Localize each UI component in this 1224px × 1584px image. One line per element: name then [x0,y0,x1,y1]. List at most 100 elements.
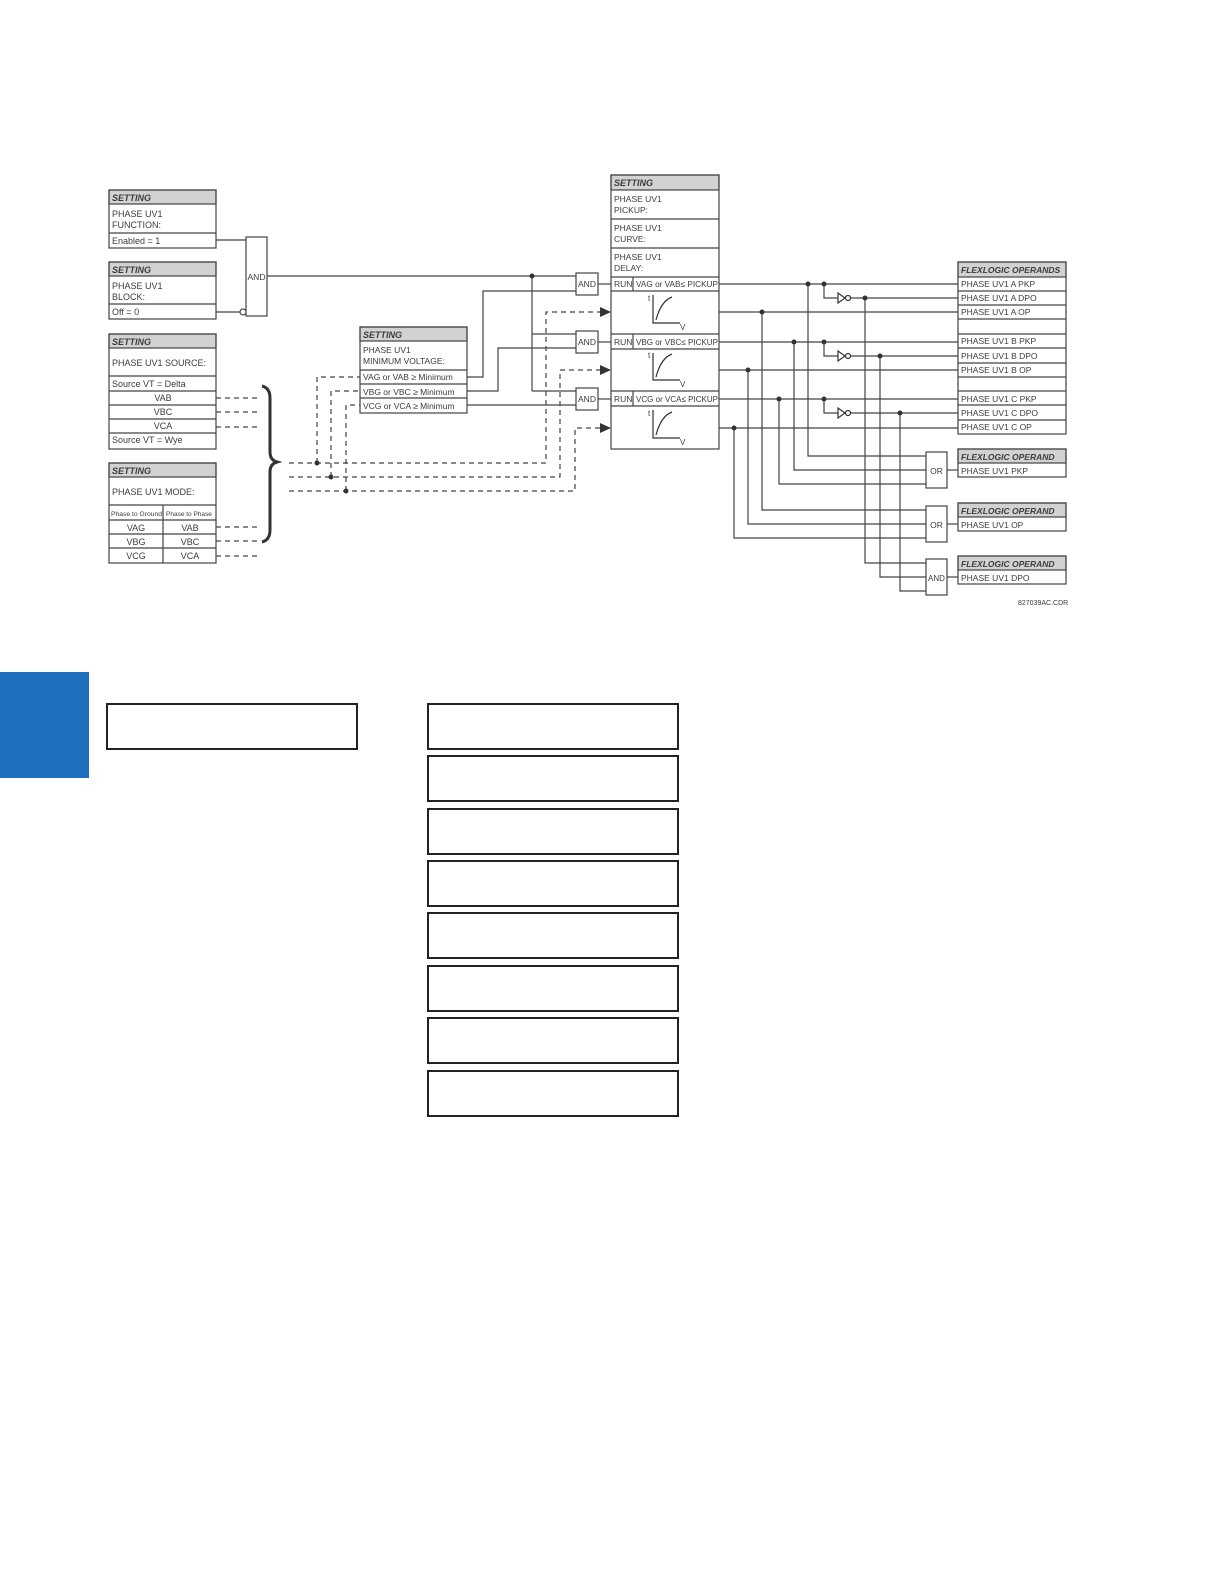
phase-uv1-logic-diagram: SETTING PHASE UV1 FUNCTION: Enabled = 1 … [108,174,1068,607]
menu-box-2 [427,755,679,802]
setting-pickup-header: SETTING [614,178,653,188]
curve-b-t: t [648,351,651,360]
operand-b-op: PHASE UV1 B OP [961,365,1032,375]
mode-row-1-phase: VAB [181,523,198,533]
menu-box-5 [427,912,679,959]
enable-bus-junction [529,273,535,279]
operand-pkp: PHASE UV1 PKP [961,466,1028,476]
menu-box-4 [427,860,679,907]
mode-row-3-ground: VCG [126,551,146,561]
operand-c-op: PHASE UV1 C OP [961,422,1032,432]
operand-op: PHASE UV1 OP [961,520,1024,530]
and-gate-c-label: AND [578,394,596,404]
enable-block-wires [216,239,247,316]
inverter-icons [837,291,852,420]
setting-source-header: SETTING [112,337,151,347]
curve-a-v: V [680,323,686,332]
setting-min-voltage-title-2: MINIMUM VOLTAGE: [363,356,445,366]
menu-box-7 [427,1017,679,1064]
operand-op-header: FLEXLOGIC OPERAND [961,506,1055,516]
source-row-delta: Source VT = Delta [112,379,186,389]
operand-a-pkp: PHASE UV1 A PKP [961,279,1036,289]
setting-block-title-2: BLOCK: [112,292,145,302]
menu-box-1 [427,703,679,750]
source-row-vbc: VBC [154,407,173,417]
summary-gates [925,451,948,596]
menu-box-3 [427,808,679,855]
curve-b-v: V [680,380,686,389]
single-operand-boxes [957,448,1067,585]
source-dashed-wires [216,397,260,557]
and-gate-b-label: AND [578,337,596,347]
comparator-c-label: VCG or VCA≤ PICKUP [636,394,718,404]
enable-bus-wires [267,275,576,392]
setting-min-voltage-title-1: PHASE UV1 [363,345,411,355]
setting-block-value: Off = 0 [112,307,139,317]
source-row-vab: VAB [154,393,171,403]
setting-delay-title-2: DELAY: [614,263,643,273]
setting-function-title-1: PHASE UV1 [112,209,163,219]
operand-b-pkp: PHASE UV1 B PKP [961,336,1036,346]
min-voltage-row-c: VCG or VCA ≥ Minimum [363,401,455,411]
run-label-c: RUN [614,394,632,404]
operand-dpo-header: FLEXLOGIC OPERAND [961,559,1055,569]
brace-dashed-wires [289,311,605,492]
phase-and-gates [575,272,611,411]
and-gate-enable-label: AND [248,272,266,282]
setting-pickup-title-1: PHASE UV1 [614,194,662,204]
brace-dashed-arrows [600,307,611,433]
brace-junctions [314,460,349,494]
run-label-b: RUN [614,337,632,347]
setting-block-box [108,261,217,320]
pickup-curve-delay-block [610,174,720,450]
source-row-wye: Source VT = Wye [112,435,183,445]
setting-block-header: SETTING [112,265,151,275]
operand-a-dpo: PHASE UV1 A DPO [961,293,1037,303]
min-voltage-wires [467,290,576,406]
output-junctions [731,281,903,431]
chapter-side-tab [0,672,89,778]
output-wires [719,283,958,592]
setting-source-title: PHASE UV1 SOURCE: [112,358,206,368]
setting-curve-title-1: PHASE UV1 [614,223,662,233]
setting-mode-title: PHASE UV1 MODE: [112,487,195,497]
or-gate-pkp-label: OR [930,466,943,476]
operand-a-op: PHASE UV1 A OP [961,307,1031,317]
figure-code: 827039AC.CDR [1018,600,1068,607]
setting-mode-header: SETTING [112,466,151,476]
menu-box-left [106,703,358,750]
curly-brace [261,384,283,544]
run-label-a: RUN [614,279,632,289]
mode-row-3-phase: VCA [181,551,200,561]
and-gate-a-label: AND [578,279,596,289]
mode-row-1-ground: VAG [127,523,145,533]
setting-pickup-title-2: PICKUP: [614,205,648,215]
setting-mode-box [108,462,217,564]
min-voltage-row-b: VBG or VBC ≥ Minimum [363,387,455,397]
and-gate-dpo-label: AND [928,574,945,583]
curve-a-t: t [648,294,651,303]
flexlogic-operands-box [957,261,1067,435]
mode-col-ground: Phase to Ground [111,511,162,518]
setting-source-box [108,333,217,450]
setting-function-header: SETTING [112,193,151,203]
setting-min-voltage-box [359,326,468,414]
mode-row-2-ground: VBG [126,537,145,547]
curve-c-t: t [648,409,651,418]
min-voltage-row-a: VAG or VAB ≥ Minimum [363,372,453,382]
comparator-b-label: VBG or VBC≤ PICKUP [636,337,718,347]
operand-pkp-header: FLEXLOGIC OPERAND [961,452,1055,462]
setting-function-value: Enabled = 1 [112,236,160,246]
operand-c-pkp: PHASE UV1 C PKP [961,394,1037,404]
operand-c-dpo: PHASE UV1 C DPO [961,408,1038,418]
setting-min-voltage-header: SETTING [363,330,402,340]
setting-function-box [108,189,217,249]
setting-curve-title-2: CURVE: [614,234,646,244]
operand-b-dpo: PHASE UV1 B DPO [961,351,1038,361]
mode-row-2-phase: VBC [181,537,200,547]
operand-dpo: PHASE UV1 DPO [961,573,1030,583]
mode-col-phase: Phase to Phase [166,511,212,518]
source-row-vca: VCA [154,421,173,431]
menu-box-6 [427,965,679,1012]
curve-c-v: V [680,438,686,447]
